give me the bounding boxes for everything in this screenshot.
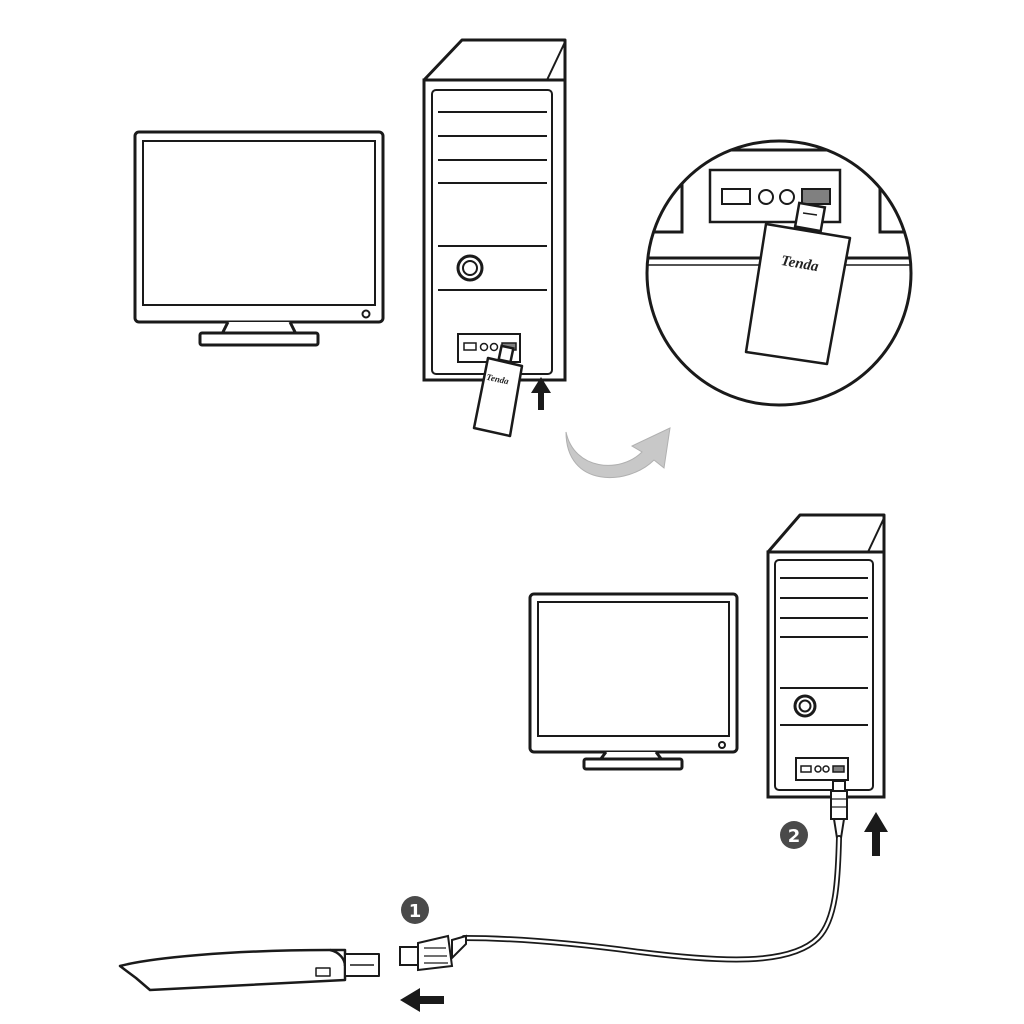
- step-badge-2: 2: [780, 821, 808, 849]
- monitor-top: [133, 130, 385, 347]
- step-number-2: 2: [788, 826, 801, 847]
- monitor-bottom: [528, 592, 739, 771]
- usb-adapter-small: Tenda: [472, 344, 524, 438]
- pc-tower-top: [422, 38, 567, 382]
- cable-plug-tower: [830, 780, 848, 839]
- usb-cable: [461, 835, 842, 963]
- pc-tower-bottom: [766, 513, 886, 799]
- brand-label-large: Tenda: [780, 253, 820, 275]
- cable-connector-adapter: [399, 934, 467, 972]
- arrow-up-icon: [864, 812, 888, 856]
- step-number-1: 1: [409, 901, 422, 922]
- arrow-left-icon: [400, 988, 444, 1012]
- step-badge-1: 1: [401, 896, 429, 924]
- zoom-detail: Tenda: [645, 139, 913, 407]
- usb-adapter-flat: [118, 948, 380, 992]
- arrow-up-icon: [531, 377, 551, 410]
- brand-label-small: Tenda: [485, 372, 510, 387]
- usb-adapter-large: Tenda: [744, 201, 852, 366]
- curved-arrow-icon: [565, 427, 671, 478]
